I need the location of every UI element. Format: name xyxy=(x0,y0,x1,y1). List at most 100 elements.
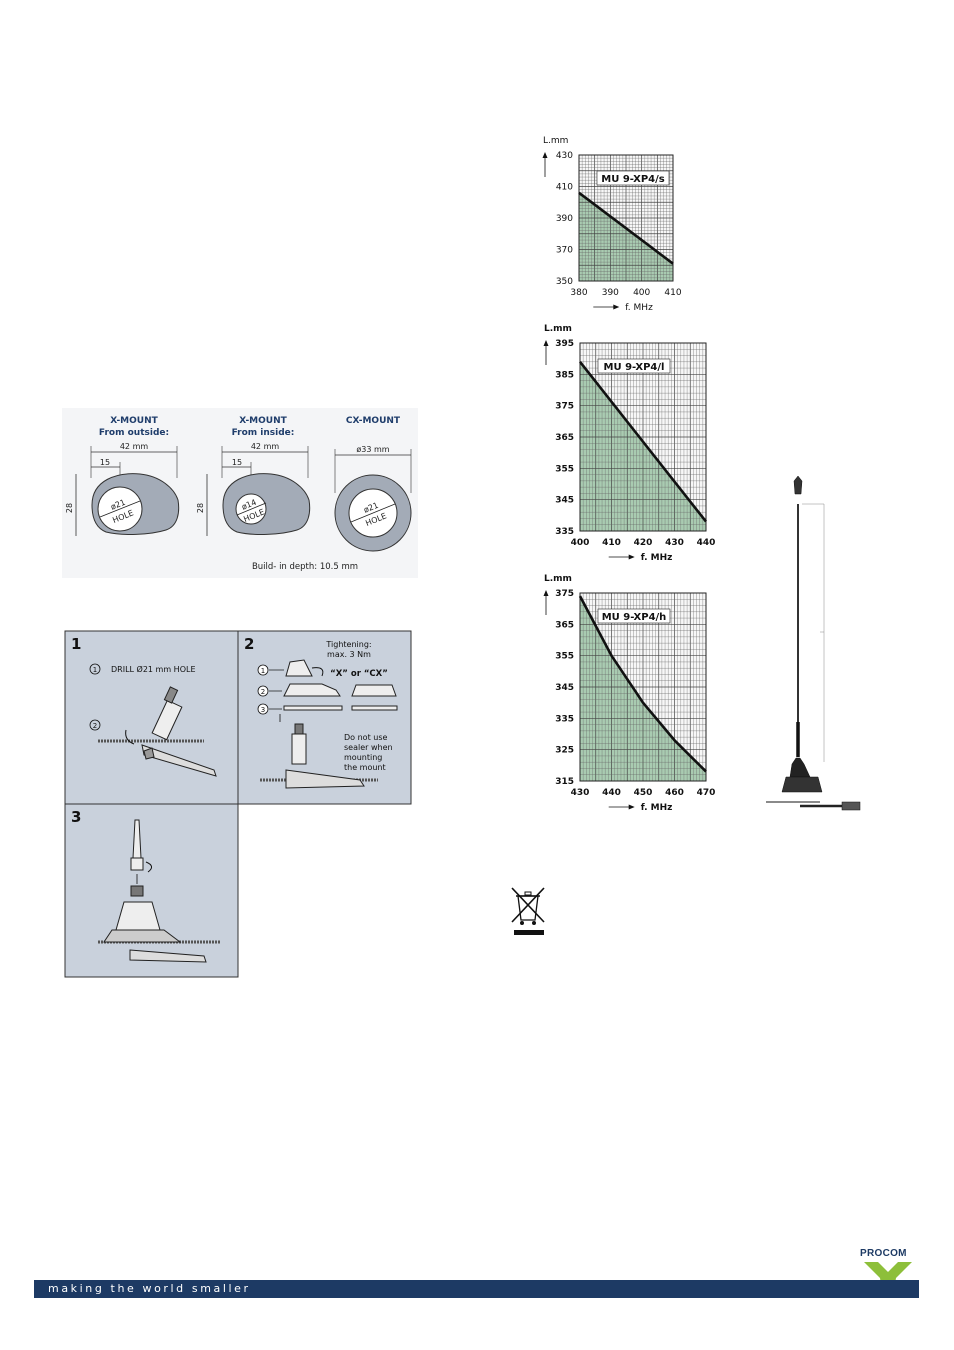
step-1-number: 1 xyxy=(71,635,81,653)
step-1-illustration xyxy=(98,686,217,777)
chart3-ylabel-arrowhead xyxy=(543,590,549,596)
step-2-torque: max. 3 Nm xyxy=(327,650,371,659)
chart3-ytick-label: 375 xyxy=(555,589,574,599)
x-outside-width: 42 mm xyxy=(120,442,149,451)
footer-slogan: making the world smaller xyxy=(48,1282,251,1295)
step-2-note-line-2: sealer when xyxy=(344,743,393,752)
step-2-x-or-cx: “X” or “CX” xyxy=(330,669,388,679)
step-2-illustration xyxy=(260,659,398,789)
chart3-xlabel-arrowhead xyxy=(628,804,635,810)
chart2-xtick-label: 400 xyxy=(571,538,590,548)
step-2-tightening: Tightening: xyxy=(325,640,371,649)
step-3-number: 3 xyxy=(71,808,81,826)
installation-steps: 1 1 DRILL Ø21 mm HOLE 2 2 Tightening: ma… xyxy=(64,630,412,978)
chart3-ytick-label: 315 xyxy=(555,777,574,787)
chart2-xtick-label: 440 xyxy=(697,538,716,548)
chart2-ytick-label: 395 xyxy=(555,339,574,349)
chart1-xtick-label: 400 xyxy=(633,288,650,298)
chart1-frame xyxy=(578,154,674,282)
x-inside-subtitle: From inside: xyxy=(232,428,295,438)
chart3-title-box xyxy=(597,608,671,624)
chart3-ytick-label: 345 xyxy=(555,683,574,693)
step-2-circle-3: 3 xyxy=(261,706,265,714)
chart1-title-box xyxy=(596,170,670,186)
step-1-circle-1: 1 xyxy=(93,666,97,674)
x-outside-subtitle: From outside: xyxy=(99,428,169,438)
footer-bar xyxy=(34,1280,919,1298)
chart3-title: MU 9-XP4/h xyxy=(602,612,667,623)
chart2-title: MU 9-XP4/l xyxy=(604,362,665,373)
antenna-connector xyxy=(841,801,861,811)
antenna-tip xyxy=(793,475,803,495)
chart2-xtick-label: 410 xyxy=(602,538,621,548)
chart3-xtick-label: 430 xyxy=(571,788,590,798)
chart1-ytick-label: 410 xyxy=(556,183,573,193)
step-2-circle-2: 2 xyxy=(261,688,265,696)
chart2-xlabel: f. MHz xyxy=(641,553,673,563)
chart3-ytick-label: 325 xyxy=(555,746,574,756)
chart3-xtick-label: 470 xyxy=(697,788,716,798)
chart1-xlabel-arrowhead xyxy=(613,304,620,310)
antenna-base xyxy=(789,757,811,778)
chart1-ylabel: L.mm xyxy=(543,136,568,146)
step-2-note-line-1: Do not use xyxy=(344,733,387,742)
x-inside-offset: 15 xyxy=(232,458,242,467)
step-3-panel xyxy=(64,803,239,978)
chart3-frame xyxy=(579,592,707,782)
chart2-title-box xyxy=(597,358,671,374)
chart2-ytick-label: 355 xyxy=(555,464,574,474)
step-3-illustration xyxy=(98,819,220,963)
weee-bin-icon xyxy=(511,887,545,935)
chart3-xtick-label: 440 xyxy=(602,788,621,798)
chart2-ytick-label: 365 xyxy=(555,433,574,443)
x-inside-width: 42 mm xyxy=(251,442,280,451)
chart3-ytick-label: 335 xyxy=(555,714,574,724)
chart1-xlabel: f. MHz xyxy=(625,303,653,313)
chart1-ytick-label: 350 xyxy=(556,277,573,287)
chart3-ylabel: L.mm xyxy=(544,574,572,584)
x-outside-height: 28 xyxy=(65,503,74,513)
chart2-xlabel-arrowhead xyxy=(628,554,635,560)
step-1-circle-2: 2 xyxy=(93,722,97,730)
chart2-ylabel: L.mm xyxy=(544,324,572,334)
chart1-ytick-label: 370 xyxy=(556,246,573,256)
chart1-ytick-label: 390 xyxy=(556,214,573,224)
step-2-circle-1: 1 xyxy=(261,667,265,675)
chart1-series-line xyxy=(578,191,674,265)
step-2-note-line-3: mounting xyxy=(344,753,382,762)
chart2-xtick-label: 430 xyxy=(665,538,684,548)
chart1-xtick-label: 380 xyxy=(570,288,587,298)
antenna-illustration xyxy=(766,475,861,811)
depth-note: Build- in depth: 10.5 mm xyxy=(252,562,358,572)
chart2-ylabel-arrowhead xyxy=(543,340,549,346)
chart3-xlabel: f. MHz xyxy=(641,803,673,813)
chart1-title: MU 9-XP4/s xyxy=(601,174,664,185)
mount-diagrams: X-MOUNT From outside: 42 mm 15 28 ø21 HO… xyxy=(62,408,418,578)
brand-logo-text: PROCOM xyxy=(860,1248,907,1259)
step-2-note-line-4: the mount xyxy=(344,763,386,772)
x-outside-offset: 15 xyxy=(100,458,110,467)
chart3-ytick-label: 365 xyxy=(555,620,574,630)
cx-width: ø33 mm xyxy=(356,445,389,454)
chart2-frame xyxy=(579,342,707,532)
x-outside-title: X-MOUNT xyxy=(110,416,158,426)
chart2-series-line xyxy=(578,360,708,523)
chart3-series-line xyxy=(578,595,707,773)
chart2-ytick-label: 375 xyxy=(555,402,574,412)
chart1-xtick-label: 410 xyxy=(664,288,681,298)
chart1-ylabel-arrowhead xyxy=(542,152,548,158)
step-2-number: 2 xyxy=(244,635,254,653)
chart1-ytick-label: 430 xyxy=(556,151,573,161)
step-1-panel xyxy=(64,630,239,805)
chart2-ytick-label: 385 xyxy=(555,370,574,380)
chart2-ytick-label: 335 xyxy=(555,527,574,537)
chart3-xtick-label: 450 xyxy=(634,788,653,798)
cx-title: CX-MOUNT xyxy=(346,416,401,426)
x-inside-height: 28 xyxy=(196,503,205,513)
step-1-drill-text: DRILL Ø21 mm HOLE xyxy=(111,664,196,674)
chart2-xtick-label: 420 xyxy=(634,538,653,548)
x-inside-title: X-MOUNT xyxy=(239,416,287,426)
